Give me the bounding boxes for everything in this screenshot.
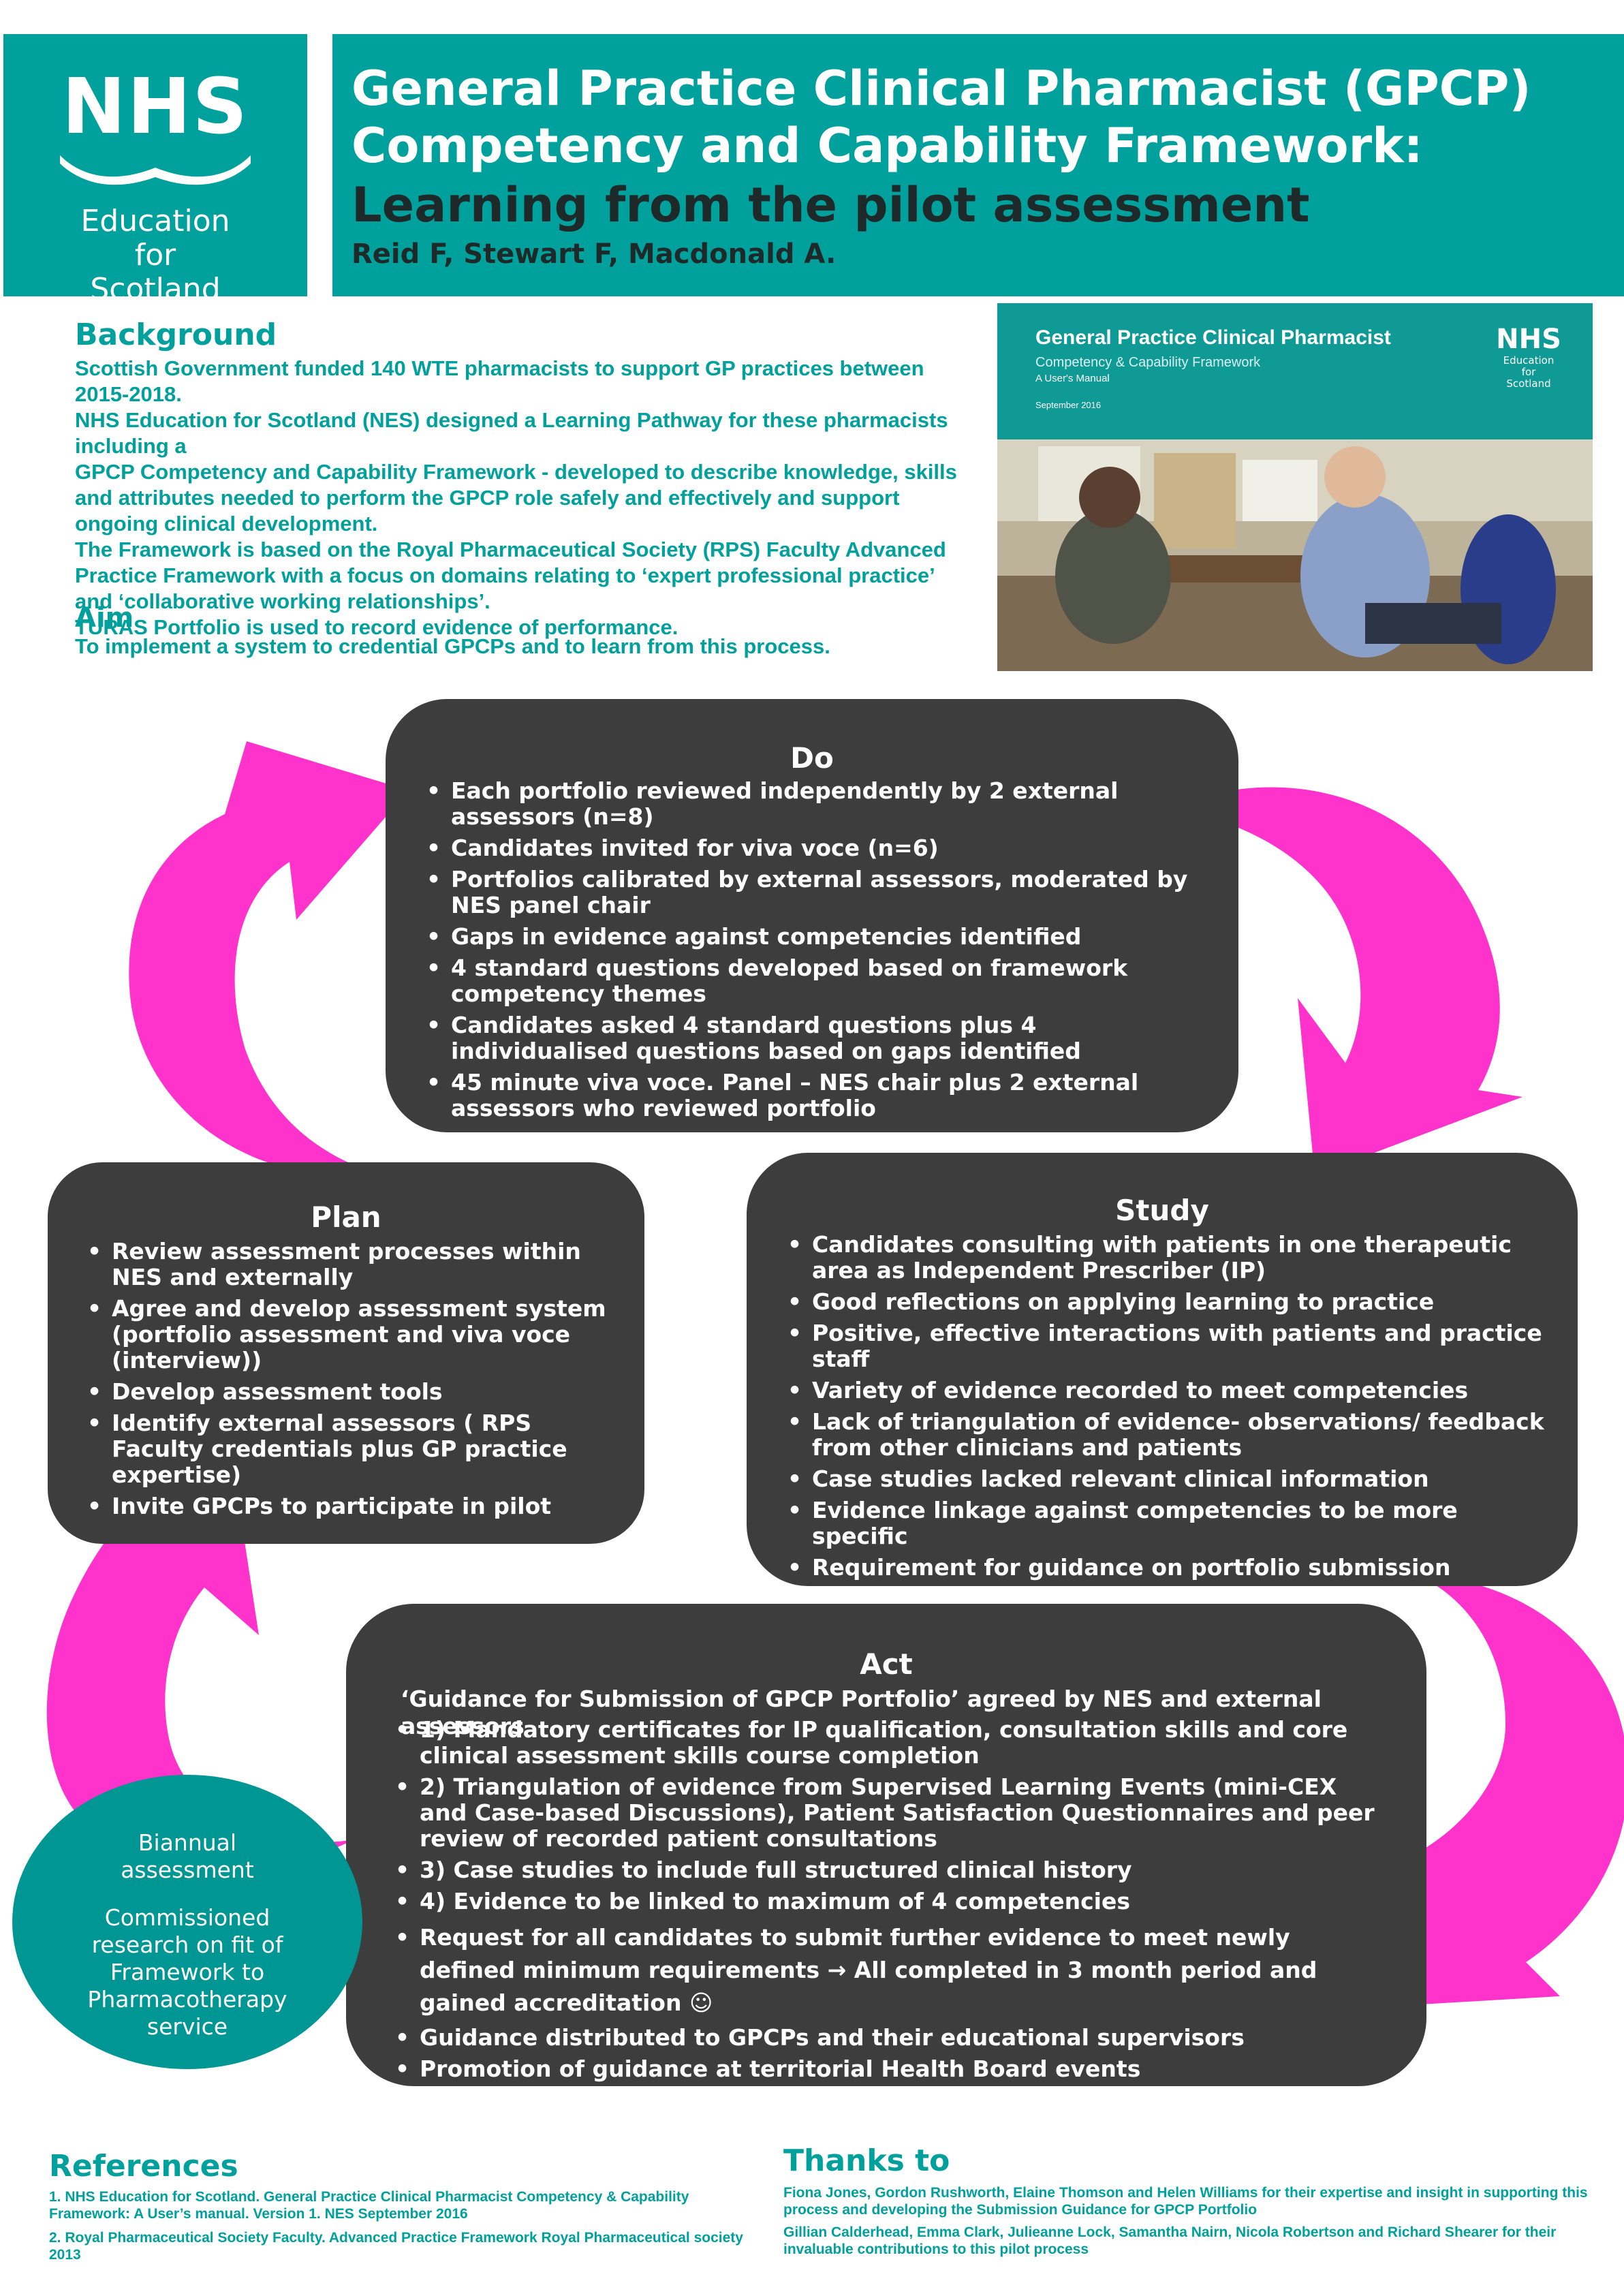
background-text: Scottish Government funded 140 WTE pharm… <box>75 356 974 640</box>
list-item: Guidance distributed to GPCPs and their … <box>390 2025 1384 2051</box>
title-banner: General Practice Clinical Pharmacist (GP… <box>332 34 1624 296</box>
plan-heading: Plan <box>311 1200 381 1234</box>
list-item: Agree and develop assessment system (por… <box>82 1296 627 1374</box>
logo-org-text: Education for Scotland <box>3 204 307 307</box>
title-main: General Practice Clinical Pharmacist (GP… <box>352 60 1531 174</box>
thanks-item: Gillian Calderhead, Emma Clark, Julieann… <box>783 2224 1557 2257</box>
plan-box: Plan Review assessment processes within … <box>48 1162 644 1544</box>
do-list: Each portfolio reviewed independently by… <box>421 778 1198 1127</box>
reference-item: 2. Royal Pharmaceutical Society Faculty.… <box>49 2230 743 2263</box>
background-para-1: Scottish Government funded 140 WTE pharm… <box>75 356 924 406</box>
list-item: Candidates invited for viva voce (n=6) <box>421 835 1198 862</box>
background-heading: Background <box>75 317 277 352</box>
thanks-list: Fiona Jones, Gordon Rushworth, Elaine Th… <box>783 2184 1601 2263</box>
list-item: Each portfolio reviewed independently by… <box>421 778 1198 830</box>
background-para-5: TURAS Portfolio is used to record eviden… <box>75 615 678 639</box>
act-bullet-list: Request for all candidates to submit fur… <box>390 1921 1384 2088</box>
plan-list: Review assessment processes within NES a… <box>82 1239 627 1525</box>
biannual-assessment-ellipse: Biannual assessment Commissioned researc… <box>12 1775 362 2069</box>
aim-heading: Aim <box>75 602 134 634</box>
list-item: Invite GPCPs to participate in pilot <box>82 1493 627 1520</box>
list-item: Case studies lacked relevant clinical in… <box>782 1466 1559 1493</box>
title-line-2: Competency and Capability Framework: <box>352 118 1423 174</box>
manual-cover-banner: General Practice Clinical Pharmacist Com… <box>997 303 1593 439</box>
aim-text: To implement a system to credential GPCP… <box>75 634 830 658</box>
arrow-act-to-plan <box>46 1478 354 1869</box>
study-list: Candidates consulting with patients in o… <box>782 1232 1559 1586</box>
list-item: Good reflections on applying learning to… <box>782 1289 1559 1316</box>
logo-line-for: for <box>134 238 176 273</box>
list-item: Review assessment processes within NES a… <box>82 1239 627 1290</box>
references-list: 1. NHS Education for Scotland. General P… <box>49 2188 758 2270</box>
arrow-do-to-study <box>1172 787 1522 1175</box>
manual-title: General Practice Clinical Pharmacist <box>1035 326 1391 349</box>
thanks-item: Fiona Jones, Gordon Rushworth, Elaine Th… <box>783 2185 1588 2218</box>
authors: Reid F, Stewart F, Macdonald A. <box>352 238 837 270</box>
study-box: Study Candidates consulting with patient… <box>747 1153 1578 1586</box>
list-item: Variety of evidence recorded to meet com… <box>782 1378 1559 1404</box>
list-item: 4 standard questions developed based on … <box>421 955 1198 1007</box>
manual-nhs-logo: NHS Education for Scotland <box>1488 324 1570 390</box>
manual-date: September 2016 <box>1035 400 1102 410</box>
background-para-2: NHS Education for Scotland (NES) designe… <box>75 408 948 458</box>
thanks-heading: Thanks to <box>783 2143 950 2178</box>
list-item: 1) Mandatory certificates for IP qualifi… <box>390 1717 1384 1769</box>
list-item: Lack of triangulation of evidence- obser… <box>782 1409 1559 1461</box>
act-heading: Act <box>860 1647 913 1681</box>
reference-item: 1. NHS Education for Scotland. General P… <box>49 2189 689 2222</box>
list-item: Develop assessment tools <box>82 1379 627 1406</box>
list-item: 3) Case studies to include full structur… <box>390 1857 1384 1884</box>
logo-line-scotland: Scotland <box>90 272 221 307</box>
manual-cover-image: General Practice Clinical Pharmacist Com… <box>997 303 1593 671</box>
list-item: Positive, effective interactions with pa… <box>782 1320 1559 1372</box>
list-item: Gaps in evidence against competencies id… <box>421 924 1198 950</box>
manual-logo-line-1: Education <box>1503 354 1555 367</box>
logo-line-education: Education <box>80 204 230 238</box>
manual-subtitle: Competency & Capability Framework <box>1035 355 1261 370</box>
do-box: Do Each portfolio reviewed independently… <box>386 699 1238 1132</box>
title-subtitle: Learning from the pilot assessment <box>352 177 1310 233</box>
list-item: Candidates consulting with patients in o… <box>782 1232 1559 1284</box>
background-para-4: The Framework is based on the Royal Phar… <box>75 538 946 613</box>
references-heading: References <box>49 2149 238 2184</box>
logo-wave-icon <box>60 155 251 185</box>
list-item: Identify external assessors ( RPS Facult… <box>82 1410 627 1488</box>
manual-subtitle2: A User's Manual <box>1035 373 1110 384</box>
logo-nhs-text: NHS <box>61 63 249 151</box>
study-heading: Study <box>1115 1194 1209 1227</box>
list-item: Portfolios calibrated by external assess… <box>421 867 1198 918</box>
arrow-plan-to-do <box>129 741 409 1177</box>
list-item: Requirement for guidance on portfolio su… <box>782 1555 1559 1581</box>
list-item: Request for all candidates to submit fur… <box>390 1921 1384 2019</box>
list-item: 4) Evidence to be linked to maximum of 4… <box>390 1889 1384 1915</box>
list-item: 2) Triangulation of evidence from Superv… <box>390 1774 1384 1852</box>
biannual-line-2: Commissioned research on fit of Framewor… <box>87 1904 287 2040</box>
biannual-line-1: Biannual assessment <box>121 1829 254 1883</box>
manual-logo-line-3: Scotland <box>1506 377 1551 390</box>
background-para-3: GPCP Competency and Capability Framework… <box>75 460 957 536</box>
list-item: Candidates asked 4 standard questions pl… <box>421 1012 1198 1064</box>
consultation-photo <box>997 439 1593 671</box>
act-numbered-list: 1) Mandatory certificates for IP qualifi… <box>390 1717 1384 1920</box>
do-heading: Do <box>790 741 834 775</box>
act-box: Act ‘Guidance for Submission of GPCP Por… <box>346 1604 1426 2086</box>
manual-logo-line-2: for <box>1521 366 1536 378</box>
nhs-logo: NHS Education for Scotland <box>3 34 307 307</box>
manual-logo-nhs: NHS <box>1496 324 1561 355</box>
list-item: Evidence linkage against competencies to… <box>782 1498 1559 1549</box>
list-item: Promotion of guidance at territorial Hea… <box>390 2056 1384 2083</box>
title-line-1: General Practice Clinical Pharmacist (GP… <box>352 61 1531 117</box>
list-item: 45 minute viva voce. Panel – NES chair p… <box>421 1070 1198 1121</box>
